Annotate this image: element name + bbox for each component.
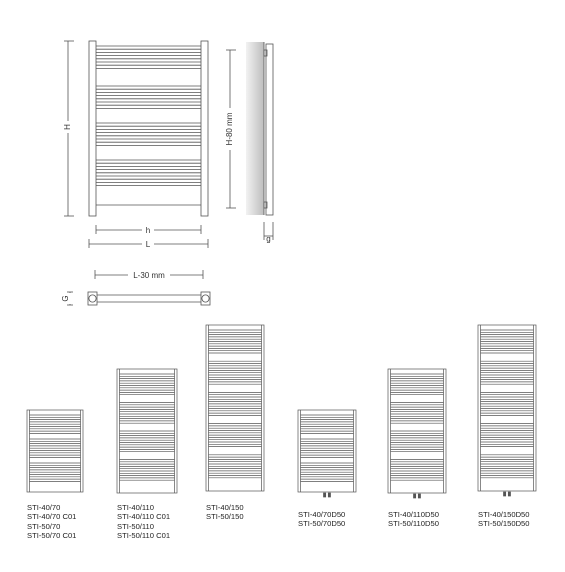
radiator-model-6	[477, 324, 537, 497]
valve-connector-icon	[327, 492, 331, 498]
radiator-model-2	[116, 368, 178, 494]
valve-connector-icon	[413, 493, 417, 499]
model-name: STI-40/70	[27, 503, 61, 512]
front-left-post	[88, 40, 97, 217]
height-label: H	[63, 124, 72, 130]
model-name: STI-50/70D50	[298, 519, 346, 529]
top-view	[67, 270, 211, 306]
model-radiators	[26, 324, 537, 499]
model-name: STI-40/70 C01	[27, 512, 77, 522]
model-name: STI-50/150D50	[478, 519, 530, 529]
side-view	[226, 42, 274, 240]
side-radiator-profile	[265, 43, 274, 216]
wall-shade	[246, 42, 264, 215]
depth-label: g	[266, 235, 270, 244]
model-name: STI-40/150D50	[478, 510, 530, 519]
valve-connector-icon	[323, 492, 327, 498]
outer-width-label: L	[146, 240, 151, 249]
front-right-post	[200, 40, 209, 217]
model-name: STI-50/110D50	[388, 519, 439, 529]
valve-connector-icon	[507, 491, 511, 497]
radiator-model-5	[387, 368, 447, 499]
radiator-frame	[477, 324, 537, 492]
model-name: STI-40/110 C01	[117, 512, 171, 522]
radiator-model-4	[297, 409, 357, 498]
valve-connector-icon	[503, 491, 507, 497]
radiator-frame	[26, 409, 84, 493]
model-name: STI-50/70	[27, 521, 61, 531]
radiator-frame	[297, 409, 357, 493]
front-rails	[96, 45, 201, 206]
side-height-label: H-80 mm	[225, 112, 234, 145]
right-connector-icon	[201, 294, 210, 303]
model-name: STI-40/70D50	[298, 510, 346, 519]
valve-connector-icon	[417, 493, 421, 499]
radiator-frame	[205, 324, 265, 492]
top-depth-label: G	[61, 295, 70, 301]
radiator-model-1	[26, 409, 84, 493]
model-name: STI-40/110D50	[388, 510, 439, 519]
model-name: STI-50/110 C01	[117, 530, 171, 540]
radiator-frame	[116, 368, 178, 494]
inner-width-label: h	[146, 226, 150, 235]
model-name: STI-40/150	[206, 503, 244, 512]
left-connector-icon	[88, 294, 97, 303]
model-name: STI-50/70 C01	[27, 530, 77, 540]
model-name: STI-50/110	[117, 521, 155, 531]
model-name: STI-40/110	[117, 503, 155, 512]
front-view	[64, 40, 209, 248]
radiator-model-3	[205, 324, 265, 492]
model-name: STI-50/150	[206, 512, 244, 522]
radiator-frame	[387, 368, 447, 494]
top-length-label: L-30 mm	[133, 271, 165, 280]
